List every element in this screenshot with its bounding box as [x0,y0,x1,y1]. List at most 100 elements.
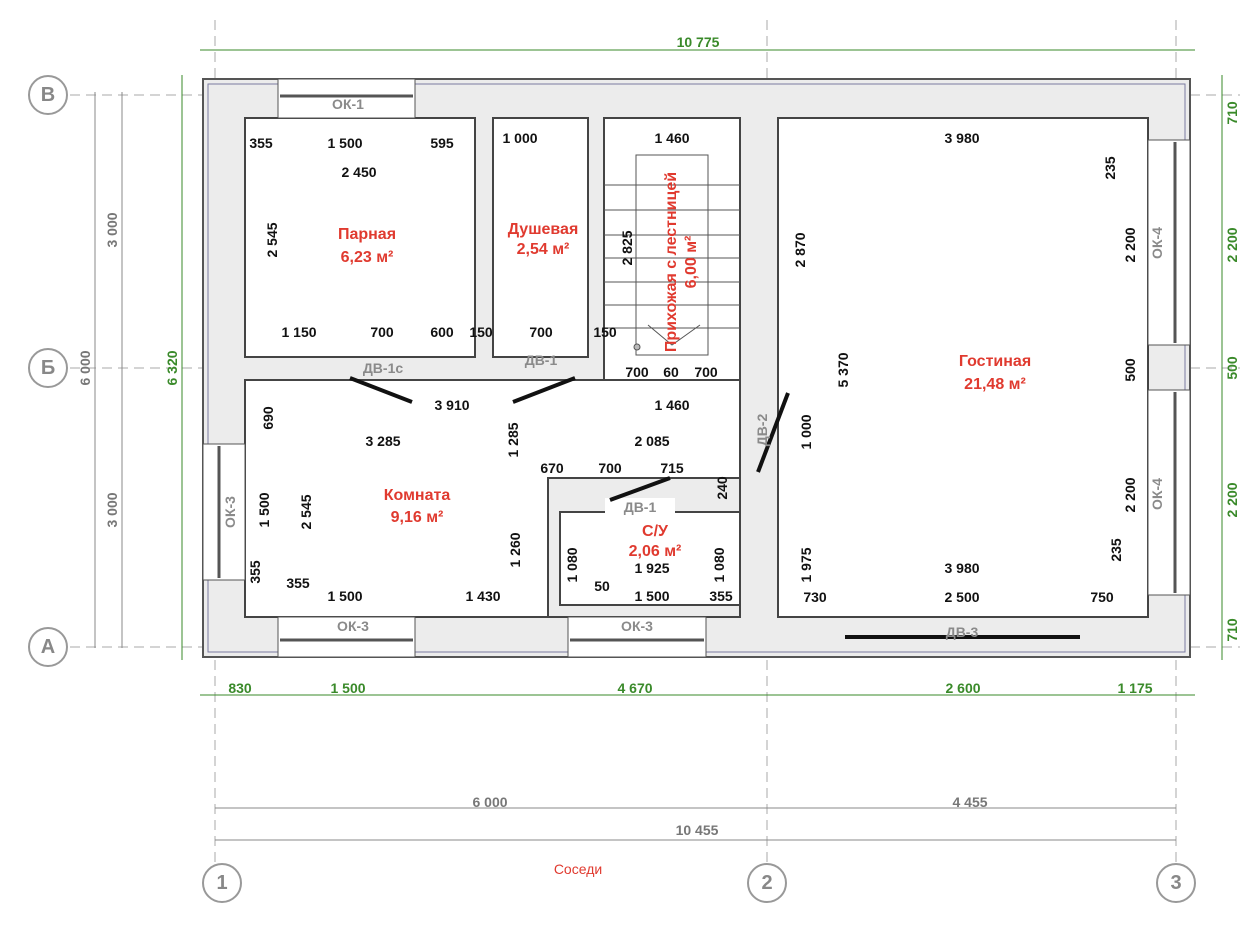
room-name: С/У [642,523,668,540]
dimension-label: 2 085 [634,433,670,449]
axis-bubbles [28,75,1196,903]
room-name: Парная [337,226,397,243]
opening-label: ДВ-1с [362,360,404,376]
room-name: Душевая [507,221,579,238]
dimension-label: 1 080 [564,547,580,583]
axis-row-label: А [40,636,56,658]
overall-height-dimension: 6 320 [164,350,180,386]
dimension-label: 1 975 [798,547,814,583]
dimension-label: 1 500 [327,588,363,604]
room-area: 6,00 м² [683,235,700,289]
dimension-label: 1 080 [711,547,727,583]
door-swings [349,376,790,502]
dimension-label: 2 545 [264,222,280,258]
dimension-label: 690 [260,406,276,430]
right-dimension: 500 [1224,356,1240,380]
dimension-label: 2 500 [944,589,980,605]
dimension-label: 240 [714,476,730,500]
dimension-label: 1 150 [281,324,317,340]
bottom-dimension: 1 500 [330,680,366,696]
dimension-label: 150 [469,324,493,340]
dimension-label: 235 [1108,538,1124,562]
room-name: Гостиная [958,353,1032,370]
room-area: 2,54 м² [516,241,570,258]
grid-dimension: 4 455 [952,794,988,810]
bottom-dimension: 830 [228,680,252,696]
windows [202,78,1191,658]
opening-label: ДВ-1 [524,352,558,368]
dimension-lines [94,49,1223,841]
neighbors-label: Соседи [553,861,603,877]
right-dimension: 710 [1224,618,1240,642]
dimension-label: 1 285 [505,422,521,458]
dimension-label: 1 260 [507,532,523,568]
dimension-label: 2 545 [298,494,314,530]
room-area: 21,48 м² [964,376,1026,393]
opening-label: ДВ-3 [945,624,979,640]
opening-label: ДВ-1 [623,499,657,515]
dimension-label: 355 [286,575,310,591]
dimension-label: 1 460 [654,397,690,413]
opening-label: ОК-3 [222,496,238,528]
dimension-label: 1 925 [634,560,670,576]
right-dimension: 2 200 [1224,227,1240,263]
right-dimension: 710 [1224,101,1240,125]
dimension-label: 235 [1102,156,1118,180]
dimension-label: 355 [249,135,273,151]
room-area: 2,06 м² [628,543,682,560]
grid-dimension: 10 455 [675,822,719,838]
axis-row-label: В [40,84,56,106]
dimension-label: 700 [370,324,394,340]
axis-col-label: 3 [1170,872,1182,894]
dimension-label: 700 [598,460,622,476]
bottom-dimension: 4 670 [617,680,653,696]
opening-label: ДВ-2 [754,413,770,447]
opening-label: ОК-4 [1149,227,1165,259]
axis-col-label: 2 [761,872,773,894]
dimension-label: 3 980 [944,560,980,576]
dimension-label: 150 [593,324,617,340]
dimension-label: 700 [694,364,718,380]
bottom-dimension: 2 600 [945,680,981,696]
opening-label: ОК-3 [621,618,653,634]
dimension-label: 750 [1090,589,1114,605]
dimension-label: 3 910 [434,397,470,413]
opening-label: ОК-4 [1149,478,1165,510]
dimension-label: 2 200 [1122,477,1138,513]
dimension-label: 1 460 [654,130,690,146]
dimension-label: 5 370 [835,352,851,388]
axis-row-label: Б [40,357,56,379]
dimension-label: 2 870 [792,232,808,268]
dimension-label: 2 825 [619,230,635,266]
room-area: 6,23 м² [340,249,394,266]
bottom-dimension: 1 175 [1117,680,1153,696]
dimension-label: 1 000 [502,130,538,146]
overall-width-dimension: 10 775 [676,34,720,50]
dimension-label: 1 430 [465,588,501,604]
dimension-label: 595 [430,135,454,151]
dimension-label: 700 [625,364,649,380]
dimension-label: 50 [594,578,610,594]
dimension-label: 1 500 [327,135,363,151]
dimension-label: 670 [540,460,564,476]
dimension-label: 355 [247,560,263,584]
dimension-label: 700 [529,324,553,340]
dimension-label: 60 [663,364,679,380]
room-area: 9,16 м² [390,509,444,526]
opening-label: ОК-3 [337,618,369,634]
dimension-label: 2 200 [1122,227,1138,263]
room-name: Комната [383,487,451,504]
dimension-label: 1 500 [256,492,272,528]
dimension-label: 500 [1122,358,1138,382]
stairs [604,154,740,356]
axis-col-label: 1 [216,872,228,894]
dimension-label: 355 [709,588,733,604]
grid-dimension: 6 000 [472,794,508,810]
dimension-label: 730 [803,589,827,605]
grid-dimension: 6 000 [77,350,93,386]
dimension-label: 600 [430,324,454,340]
right-dimension: 2 200 [1224,482,1240,518]
dimension-label: 3 285 [365,433,401,449]
